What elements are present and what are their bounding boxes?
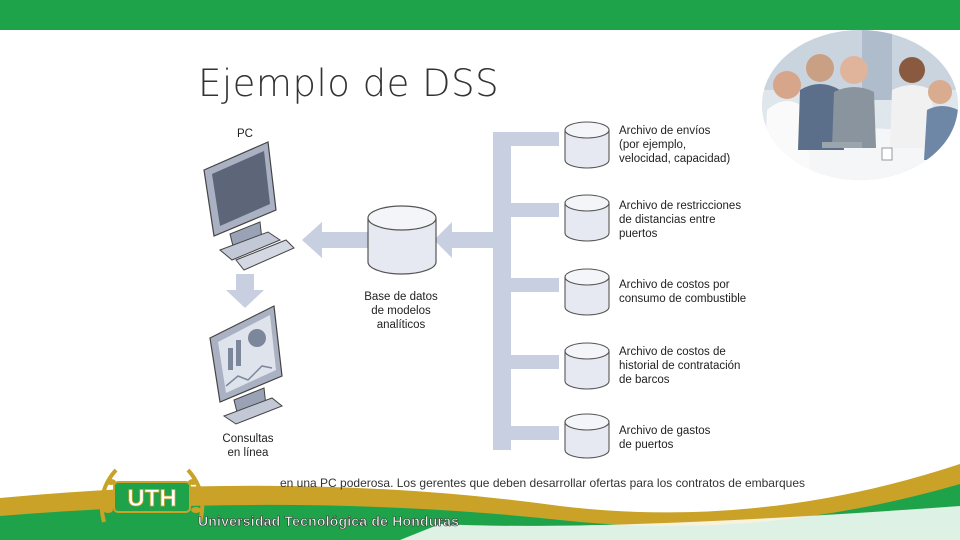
arrow-to-database: [434, 222, 452, 258]
file-label-puertos: Archivo de gastos de puertos: [619, 425, 711, 451]
connector-trunk: [493, 132, 511, 450]
connector-branch: [511, 278, 559, 292]
file-label-combustible: Archivo de costos por consumo de combust…: [619, 279, 747, 305]
file-label-contratacion: Archivo de costos de historial de contra…: [619, 346, 741, 386]
file-cylinder: [564, 121, 610, 169]
database-cylinder: [367, 205, 437, 275]
top-green-bar: [0, 0, 960, 30]
file-cylinder: [564, 413, 610, 459]
figure-caption: en una PC poderosa. Los gerentes que deb…: [280, 476, 805, 490]
pc-label: PC: [237, 128, 253, 140]
meeting-photo: [762, 30, 958, 180]
connector-branch: [511, 203, 559, 217]
file-label-restricciones: Archivo de restricciones de distancias e…: [619, 200, 742, 240]
file-cylinder: [564, 342, 610, 390]
dss-diagram: [203, 121, 610, 459]
arrow-to-queries: [226, 290, 264, 308]
svg-text:UTH: UTH: [127, 485, 176, 512]
arrow-to-pc: [302, 222, 322, 258]
database-label: Base de datos de modelos analíticos: [364, 291, 438, 331]
query-monitor-icon: [209, 305, 283, 425]
uth-logo: UTH: [99, 468, 205, 523]
university-name: Universidad Tecnológica de Honduras: [198, 513, 460, 530]
file-cylinder: [564, 194, 610, 242]
footer-swoosh: [0, 464, 960, 540]
query-label: Consultas en línea: [222, 433, 274, 459]
connector-branch: [511, 132, 559, 146]
pc-monitor-icon: [203, 141, 295, 271]
connector-branch: [511, 355, 559, 369]
slide-title: Ejemplo de DSS: [198, 62, 500, 105]
connector-branch: [511, 426, 559, 440]
file-cylinder: [564, 268, 610, 316]
file-label-envios: Archivo de envíos (por ejemplo, velocida…: [619, 125, 731, 165]
